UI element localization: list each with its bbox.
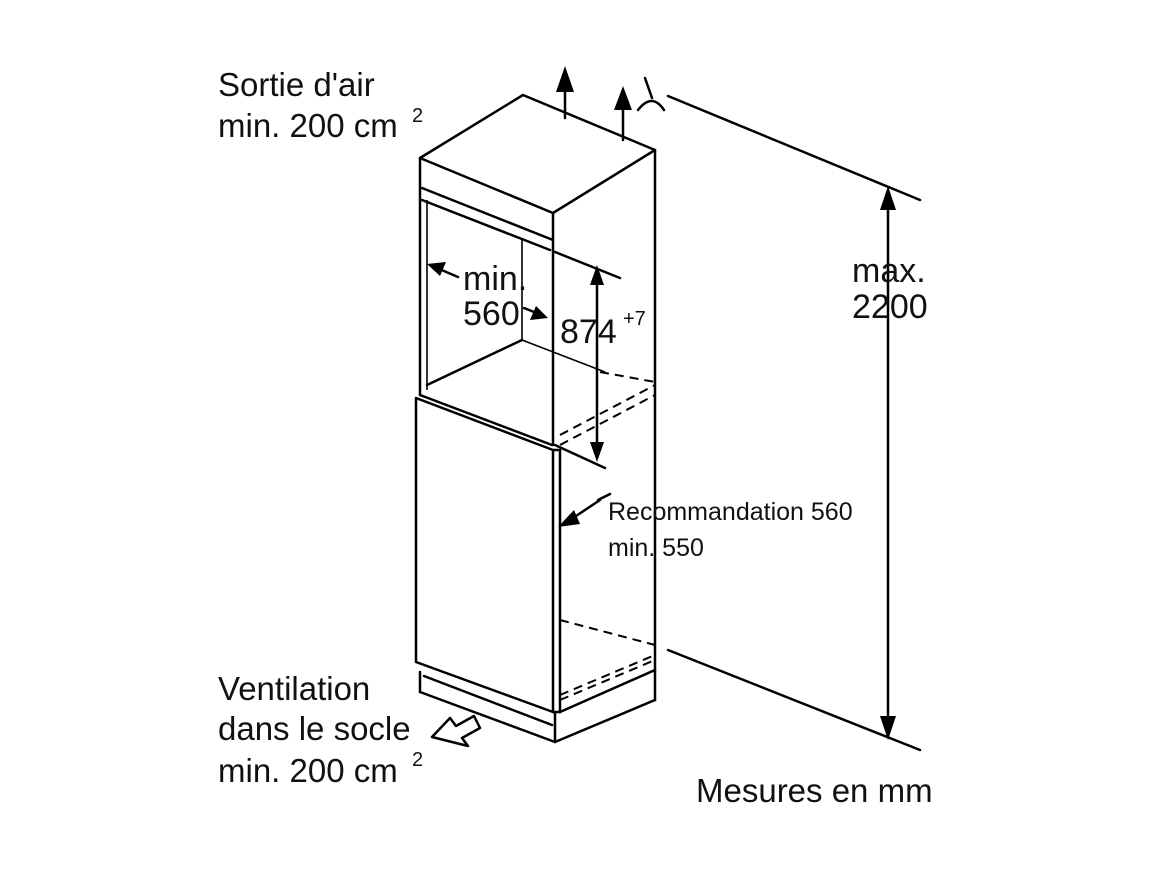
- width-min-label: min.: [463, 260, 527, 298]
- niche-width-dimension: [427, 262, 548, 320]
- depth-dimension: [558, 492, 612, 527]
- total-height-max-label: max.: [852, 252, 926, 290]
- width-value-label: 560: [463, 295, 520, 333]
- depth-min-label: min. 550: [608, 534, 704, 562]
- units-note: Mesures en mm: [696, 772, 933, 809]
- ventilation-socle-label: dans le socle: [218, 710, 411, 747]
- depth-recommendation-label: Recommandation 560: [608, 498, 853, 526]
- total-height-dimension: [666, 94, 922, 752]
- air-outlet-arrows: [556, 66, 666, 142]
- ventilation-arrow: [430, 714, 482, 748]
- niche-height-dimension: [553, 250, 622, 470]
- arrow-up-icon: [556, 66, 574, 92]
- hidden-edges: [559, 371, 656, 701]
- height-value-label: 874: [560, 313, 617, 351]
- arrow-up-icon: [614, 86, 632, 110]
- air-outlet-label: Sortie d'air: [218, 66, 375, 103]
- air-outlet-sup: 2: [412, 105, 423, 127]
- height-tolerance-label: +7: [623, 308, 646, 330]
- ventilation-sup: 2: [412, 749, 423, 771]
- appliance-body: [414, 396, 657, 744]
- total-height-value-label: 2200: [852, 288, 928, 326]
- ventilation-label: Ventilation: [218, 670, 370, 707]
- air-outlet-min-label: min. 200 cm: [218, 107, 398, 144]
- ventilation-min-label: min. 200 cm: [218, 752, 398, 789]
